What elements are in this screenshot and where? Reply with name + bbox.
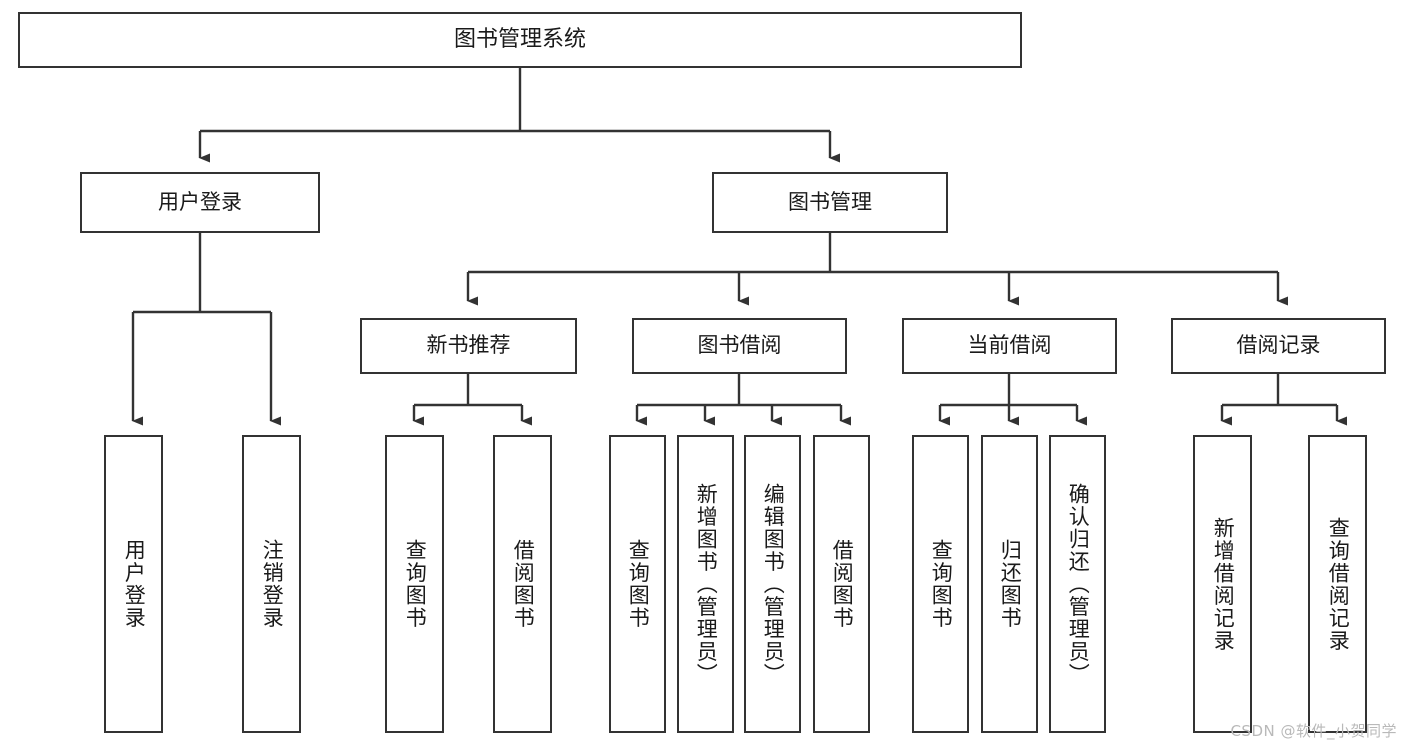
node-new-book-recommendation[interactable]: 新书推荐: [360, 318, 577, 374]
node-leaf-confirm-return-admin[interactable]: 确认归还（管理员）: [1049, 435, 1106, 733]
node-leaf-query-books-recommend[interactable]: 查询图书: [385, 435, 444, 733]
node-root-book-management-system[interactable]: 图书管理系统: [18, 12, 1022, 68]
node-label: 图书管理: [788, 189, 872, 214]
node-leaf-query-books-borrow[interactable]: 查询图书: [609, 435, 666, 733]
node-leaf-borrow-books-recommend[interactable]: 借阅图书: [493, 435, 552, 733]
node-label: 查询图书: [403, 539, 428, 629]
node-label: 借阅图书: [511, 539, 536, 629]
node-label: 归还图书: [998, 539, 1023, 629]
node-leaf-user-login[interactable]: 用户登录: [104, 435, 163, 733]
node-current-borrowing[interactable]: 当前借阅: [902, 318, 1117, 374]
node-borrowing-records[interactable]: 借阅记录: [1171, 318, 1386, 374]
node-label: 借阅图书: [830, 539, 855, 629]
node-label: 当前借阅: [967, 333, 1052, 358]
node-leaf-borrow-books[interactable]: 借阅图书: [813, 435, 870, 733]
node-label: 图书管理系统: [453, 26, 586, 52]
node-label: 新书推荐: [426, 333, 511, 358]
node-label: 新增借阅记录: [1211, 516, 1236, 652]
node-label: 编辑图书（管理员）: [761, 482, 786, 686]
node-label: 注销登录: [260, 539, 285, 629]
node-leaf-add-borrow-record[interactable]: 新增借阅记录: [1193, 435, 1252, 733]
node-label: 查询借阅记录: [1326, 516, 1351, 652]
node-book-borrowing[interactable]: 图书借阅: [632, 318, 847, 374]
node-label: 查询图书: [929, 539, 954, 629]
node-label: 确认归还（管理员）: [1066, 482, 1091, 686]
node-label: 查询图书: [626, 539, 651, 629]
node-label: 借阅记录: [1236, 333, 1321, 358]
node-label: 用户登录: [158, 189, 242, 214]
node-label: 图书借阅: [697, 333, 782, 358]
node-leaf-query-books-current[interactable]: 查询图书: [912, 435, 969, 733]
node-user-login[interactable]: 用户登录: [80, 172, 320, 233]
node-leaf-return-books[interactable]: 归还图书: [981, 435, 1038, 733]
node-leaf-query-borrow-record[interactable]: 查询借阅记录: [1308, 435, 1367, 733]
node-label: 新增图书（管理员）: [694, 482, 719, 686]
node-leaf-edit-book-admin[interactable]: 编辑图书（管理员）: [744, 435, 801, 733]
node-book-management[interactable]: 图书管理: [712, 172, 948, 233]
node-leaf-add-book-admin[interactable]: 新增图书（管理员）: [677, 435, 734, 733]
node-label: 用户登录: [122, 539, 147, 629]
node-leaf-logout[interactable]: 注销登录: [242, 435, 301, 733]
